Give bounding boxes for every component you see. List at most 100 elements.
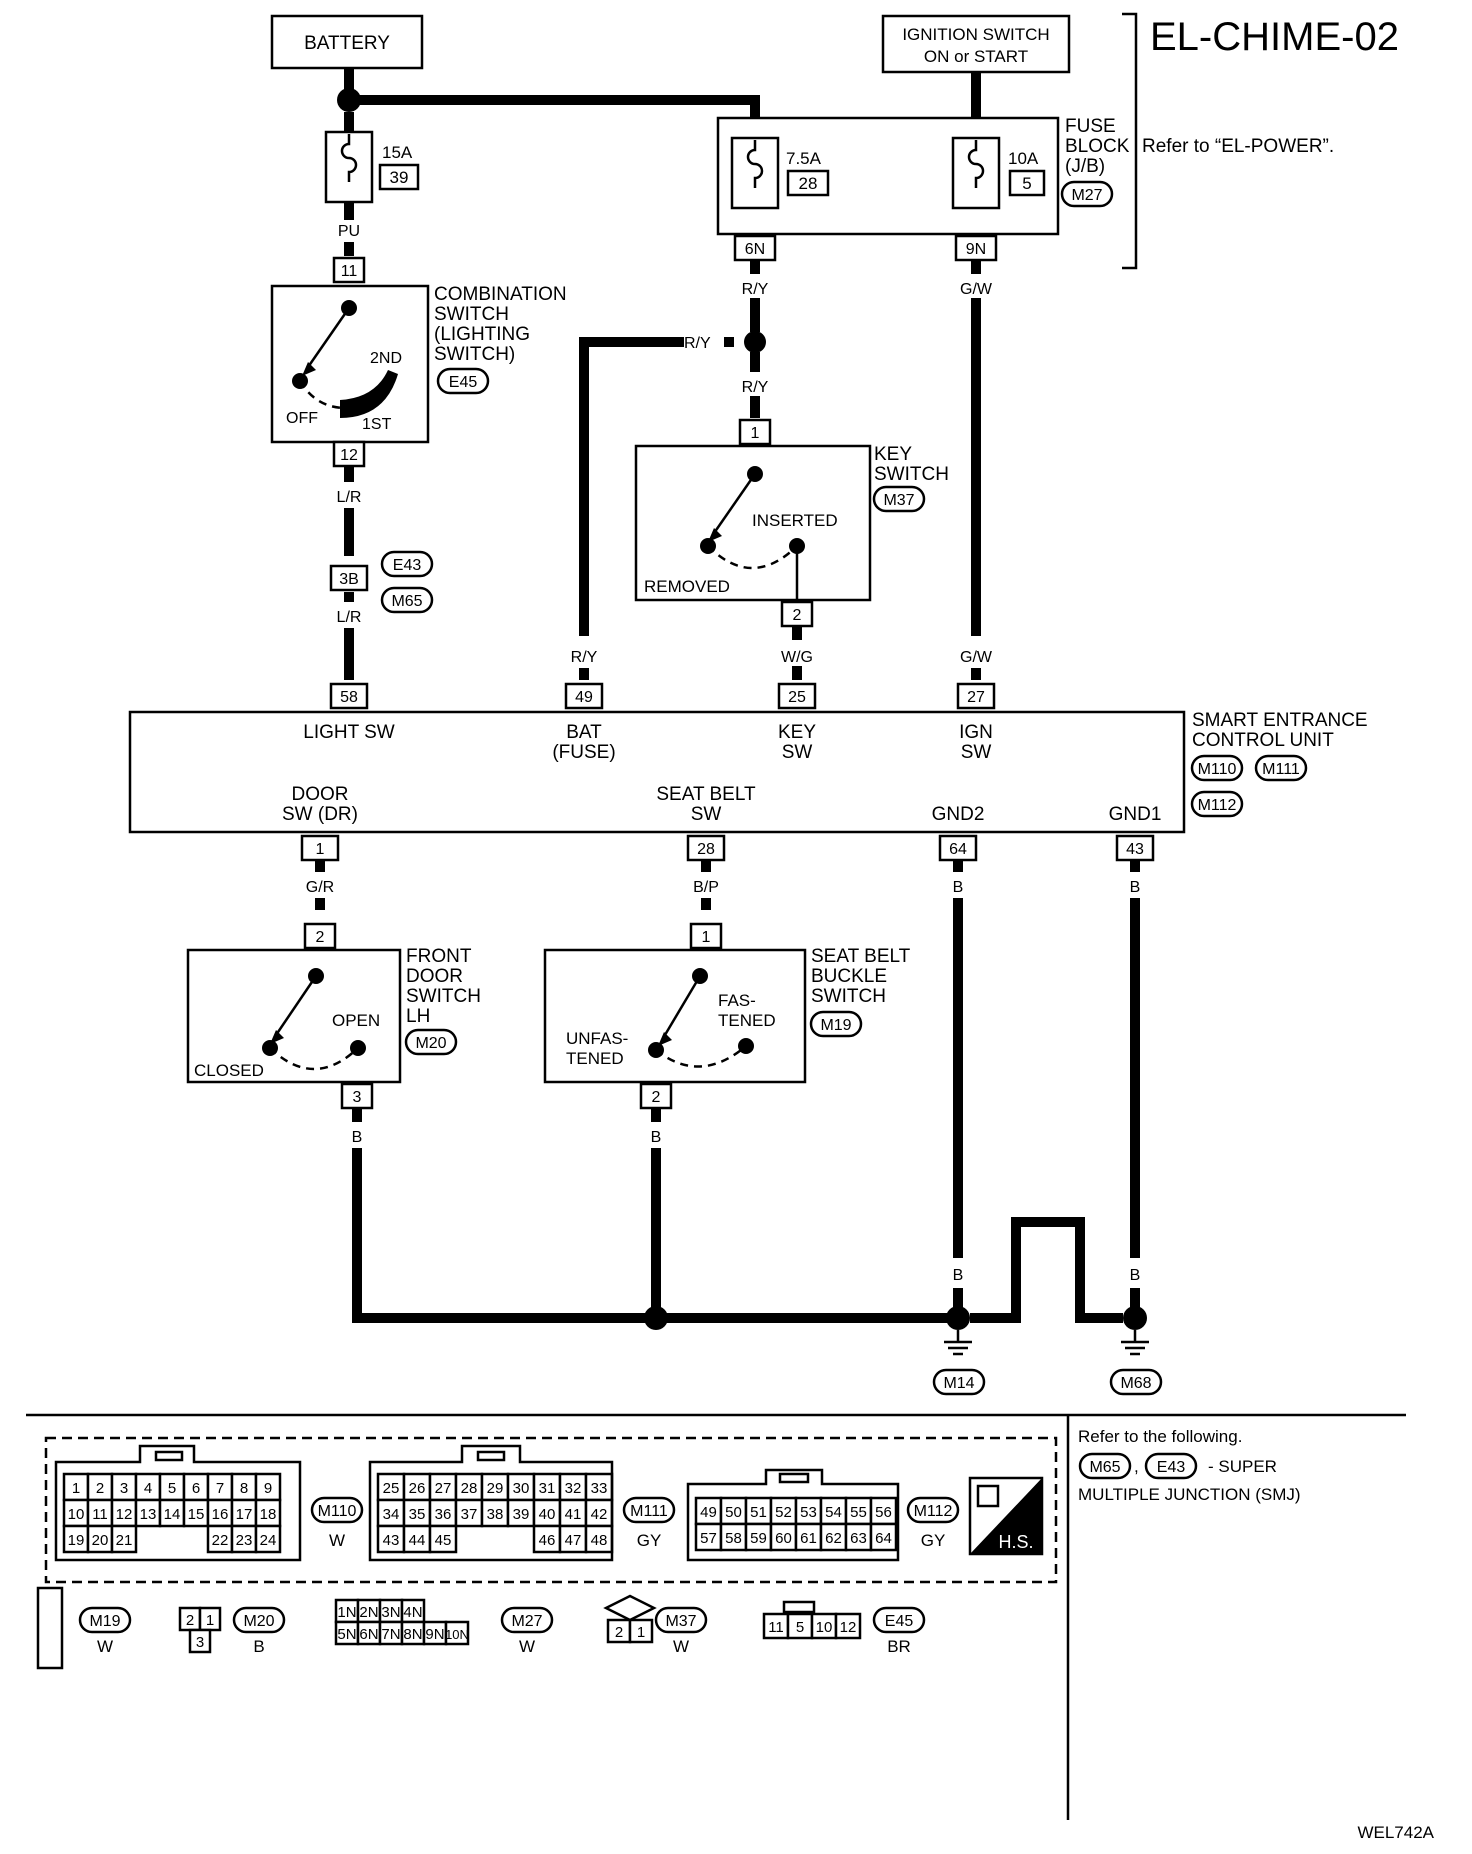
- wire-ground-jumper: [970, 1217, 1123, 1323]
- connector-pin-label: 43: [383, 1532, 400, 1549]
- m37-key-shape: [603, 1594, 657, 1622]
- door-pin3-box: [340, 1082, 374, 1110]
- m112-latch: [778, 1472, 810, 1484]
- wire-label-b-belt: B: [651, 1129, 662, 1146]
- connector-pin-label: 49: [700, 1504, 717, 1521]
- connector-pin-label: 2: [615, 1624, 623, 1641]
- connector-pin-label: 53: [800, 1504, 817, 1521]
- cu-pin-1-box: [300, 834, 340, 862]
- connector-pin-label: 8N: [403, 1626, 422, 1643]
- battery-label: BATTERY: [304, 33, 390, 54]
- fuse-28-num: 28: [799, 174, 818, 193]
- fuse-5-num: 5: [1022, 174, 1031, 193]
- connector-pin-cell: [188, 1628, 212, 1654]
- connector-pin-cell: [158, 1498, 186, 1528]
- connector-pin-label: 13: [140, 1506, 157, 1523]
- belt-label-1: SEAT BELT: [811, 946, 911, 967]
- cu-pin-49-box: [564, 682, 604, 710]
- refer-following: Refer to the following.: [1078, 1427, 1242, 1446]
- connector-pin-label: 20: [92, 1532, 109, 1549]
- connector-pin-label: 14: [164, 1506, 181, 1523]
- wire-label-ry-4: R/Y: [571, 649, 598, 666]
- m110-oval: [310, 1496, 364, 1524]
- connector-pin-label: 12: [116, 1506, 133, 1523]
- wire-battery-bus: [349, 95, 760, 120]
- wire-label-b-door: B: [352, 1129, 363, 1146]
- comb-conn: E45: [449, 374, 478, 391]
- door-conn-oval: [404, 1028, 458, 1056]
- splice-battery: [337, 88, 361, 112]
- connector-pin-label: 10: [816, 1619, 833, 1636]
- comb-label-2: SWITCH: [434, 304, 509, 325]
- door-switch-box: [186, 948, 402, 1084]
- cu-gnd1: GND1: [1109, 804, 1162, 825]
- refer-super: - SUPER: [1208, 1457, 1277, 1476]
- connector-pin-label: 29: [487, 1480, 504, 1497]
- connector-pin-label: 54: [825, 1504, 842, 1521]
- connector-pin-label: 39: [513, 1506, 530, 1523]
- wire-label-b-gnd1: B: [1130, 879, 1141, 896]
- connector-pin-label: 42: [591, 1506, 608, 1523]
- cu-conn-m110: M110: [1198, 761, 1237, 778]
- connector-pin-label: 1: [206, 1612, 214, 1629]
- refer-e43-oval: [1144, 1452, 1198, 1480]
- cu-ign-1: IGN: [959, 722, 993, 743]
- connector-pin-label: 62: [825, 1530, 842, 1547]
- e45-id: E45: [885, 1613, 914, 1630]
- cu-gnd2: GND2: [932, 804, 985, 825]
- connector-pin-label: 28: [461, 1480, 478, 1497]
- cu-belt-1: SEAT BELT: [656, 784, 756, 805]
- splice-belt-ground: [644, 1306, 668, 1330]
- connector-pin-label: 4N: [403, 1604, 422, 1621]
- cu-key-1: KEY: [778, 722, 816, 743]
- m111-id: M111: [630, 1503, 668, 1520]
- connector-pin-label: 2: [186, 1612, 194, 1629]
- m111-latch: [476, 1450, 506, 1462]
- connector-pin-label: 34: [383, 1506, 400, 1523]
- fuse-block-label-1: FUSE: [1065, 116, 1116, 137]
- key-pin2: 2: [793, 607, 802, 624]
- hs-label: H.S.: [998, 1532, 1033, 1552]
- belt-dashed-path: [655, 1045, 747, 1068]
- fuse-5-num-box: [1008, 169, 1046, 197]
- m112-shell: [686, 1468, 900, 1562]
- door-dashed-path: [269, 1047, 359, 1071]
- connector-pin-cell: [769, 1522, 798, 1552]
- comb-label-4: SWITCH): [434, 344, 515, 365]
- connector-pin-label: 2N: [359, 1604, 378, 1621]
- connector-pin-label: 64: [875, 1530, 892, 1547]
- wire-label-lr-1: L/R: [337, 489, 362, 506]
- connector-pin-cell: [532, 1498, 562, 1528]
- comb-label-1: COMBINATION: [434, 284, 567, 305]
- cu-pin-28: 28: [697, 841, 715, 858]
- connector-pin-cell: [428, 1524, 458, 1554]
- key-label-1: KEY: [874, 444, 912, 465]
- fuse-39-amp: 15A: [382, 143, 413, 162]
- connector-pin-cell: [62, 1524, 90, 1554]
- connector-pin-label: 36: [435, 1506, 452, 1523]
- connector-pin-label: 38: [487, 1506, 504, 1523]
- belt-unfastened-2: TENED: [566, 1049, 624, 1068]
- cu-pin-58-box: [329, 682, 369, 710]
- cu-label-2: CONTROL UNIT: [1192, 730, 1334, 751]
- cu-key-2: SW: [782, 742, 813, 763]
- ignition-label-1: IGNITION SWITCH: [902, 25, 1049, 44]
- connector-pin-label: 37: [461, 1506, 478, 1523]
- cu-conn-m111: M111: [1262, 761, 1300, 778]
- door-conn: M20: [415, 1035, 446, 1052]
- connector-pin-label: 18: [260, 1506, 277, 1523]
- m27-color: W: [519, 1637, 535, 1656]
- connector-pin-cell: [794, 1522, 823, 1552]
- refer-smj: MULTIPLE JUNCTION (SMJ): [1078, 1485, 1301, 1504]
- key-conn: M37: [883, 492, 914, 509]
- belt-pin2: 2: [652, 1089, 661, 1106]
- connector-pin-cell: [230, 1524, 258, 1554]
- connector-pin-label: 32: [565, 1480, 582, 1497]
- wire-label-bp: B/P: [693, 879, 719, 896]
- wire-label-ry-2: R/Y: [684, 335, 711, 352]
- wire-label-wg: W/G: [781, 649, 813, 666]
